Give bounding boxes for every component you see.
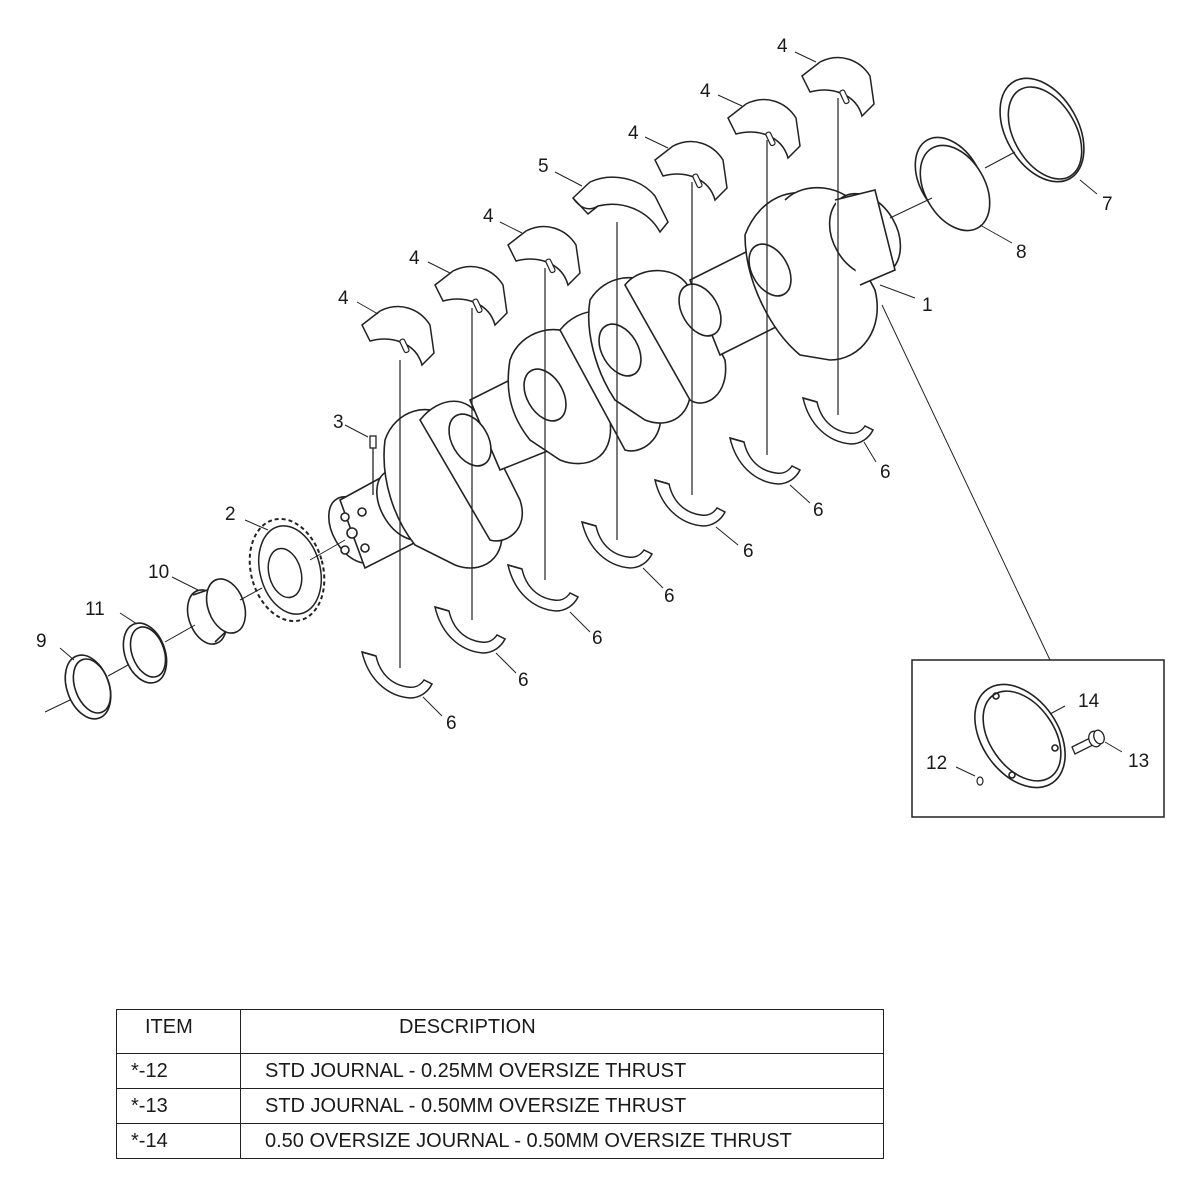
item-cell: *-13 [116, 1088, 241, 1124]
rear-seal-7 [999, 77, 1085, 183]
callout-6: 6 [592, 628, 603, 649]
callout-6: 6 [518, 670, 529, 691]
pin-12 [976, 776, 984, 786]
callout-1: 1 [922, 295, 933, 316]
callout-6: 6 [664, 586, 675, 607]
table-header-row: ITEM DESCRIPTION [116, 1009, 884, 1054]
callout-6: 6 [743, 541, 754, 562]
callout-3: 3 [333, 412, 344, 433]
table-row: *-13 STD JOURNAL - 0.50MM OVERSIZE THRUS… [116, 1088, 884, 1124]
detail-inset [911, 659, 1165, 818]
callout-4: 4 [338, 288, 349, 309]
crankshaft-gear [244, 517, 346, 623]
callout-14: 14 [1078, 691, 1100, 712]
thrust-washer-14 [974, 683, 1066, 789]
callout-4: 4 [700, 81, 711, 102]
description-cell: 0.50 OVERSIZE JOURNAL - 0.50MM OVERSIZE … [240, 1123, 884, 1159]
description-cell: STD JOURNAL - 0.25MM OVERSIZE THRUST [240, 1053, 884, 1089]
description-cell: STD JOURNAL - 0.50MM OVERSIZE THRUST [240, 1088, 884, 1124]
callout-labels: 1 2 3 4 4 4 4 4 4 5 6 6 6 6 6 6 6 7 8 9 … [36, 36, 1149, 774]
table-row: *-14 0.50 OVERSIZE JOURNAL - 0.50MM OVER… [116, 1123, 884, 1159]
leader-lines [356, 51, 877, 717]
bolt-13 [1071, 729, 1105, 755]
item-cell: *-12 [116, 1053, 241, 1089]
callout-11: 11 [85, 599, 105, 620]
callout-6: 6 [446, 713, 457, 734]
front-axis-lines [44, 576, 263, 713]
column-header-item: ITEM [116, 1009, 241, 1054]
callout-7: 7 [1102, 194, 1113, 215]
callout-9: 9 [36, 631, 47, 652]
callout-4: 4 [628, 123, 639, 144]
callout-8: 8 [1016, 242, 1027, 263]
item-cell: *-14 [116, 1123, 241, 1159]
crankshaft [327, 186, 902, 570]
thrust-bearing-shell [571, 176, 669, 234]
callout-4: 4 [409, 248, 420, 269]
column-header-description: DESCRIPTION [240, 1009, 884, 1054]
callout-12: 12 [926, 753, 947, 774]
upper-bearing-shells [361, 56, 875, 366]
callout-10: 10 [148, 562, 169, 583]
table-row: *-12 STD JOURNAL - 0.25MM OVERSIZE THRUS… [116, 1053, 884, 1089]
rear-axis-lines [879, 151, 1098, 661]
front-seal [186, 578, 247, 645]
rear-ring-8 [914, 136, 991, 232]
dowel-pin [344, 424, 377, 495]
callout-6: 6 [813, 500, 824, 521]
callout-2: 2 [225, 504, 236, 525]
ring-11 [122, 622, 168, 684]
callout-13: 13 [1128, 751, 1149, 772]
callout-6: 6 [880, 462, 891, 483]
alignment-lines [399, 98, 839, 668]
callout-4: 4 [483, 206, 494, 227]
callout-5: 5 [538, 156, 549, 177]
parts-table: ITEM DESCRIPTION *-12 STD JOURNAL - 0.25… [116, 1009, 884, 1159]
ring-9 [64, 654, 112, 720]
callout-4: 4 [777, 36, 788, 57]
